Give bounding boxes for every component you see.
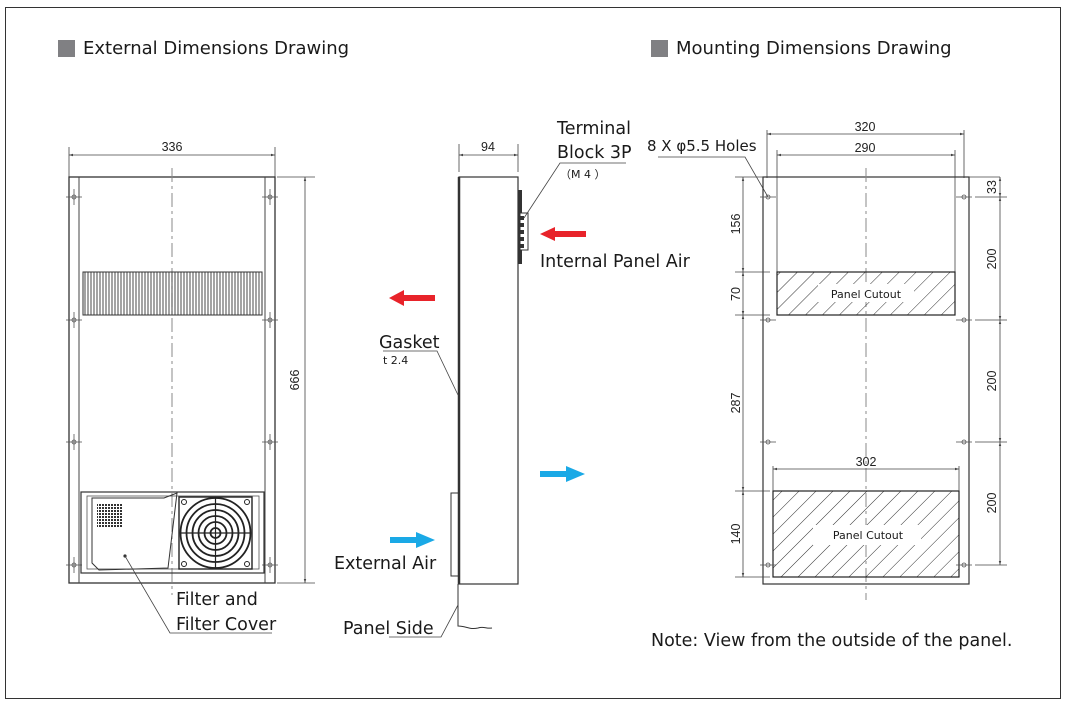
fan-module bbox=[80, 491, 265, 574]
cool-air-arrow-in-icon bbox=[390, 532, 435, 548]
dim-label-140: 140 bbox=[729, 524, 743, 545]
external-side-view: 94 Terminal Block 3P （M 4 ） Internal Pan… bbox=[334, 119, 691, 639]
callout-filter-line1: Filter and bbox=[176, 590, 258, 610]
dim-label-33: 33 bbox=[985, 180, 999, 194]
callout-filter-line2: Filter Cover bbox=[176, 615, 277, 635]
terminal-label-line2: Block 3P bbox=[557, 143, 632, 163]
terminal-spec: （M 4 ） bbox=[560, 168, 605, 181]
dim-label-200-b: 200 bbox=[985, 371, 999, 392]
gasket-spec: t 2.4 bbox=[383, 354, 408, 367]
dim-label-200-a: 200 bbox=[985, 249, 999, 270]
gasket-label: Gasket bbox=[379, 333, 440, 353]
louver-grille bbox=[82, 271, 263, 316]
internal-air-label: Internal Panel Air bbox=[540, 252, 691, 272]
mounting-section-title: Mounting Dimensions Drawing bbox=[651, 38, 952, 59]
external-front-view: 336 bbox=[66, 140, 315, 635]
dim-label-70: 70 bbox=[729, 287, 743, 301]
dim-label-156: 156 bbox=[729, 214, 743, 235]
dim-hole-spacing-290: 290 bbox=[776, 141, 956, 290]
dim-label-290: 290 bbox=[855, 141, 876, 155]
dim-height-666: 666 bbox=[277, 176, 315, 584]
cool-air-arrow-out-icon bbox=[540, 466, 585, 482]
lower-cutout-label: Panel Cutout bbox=[833, 529, 904, 542]
dim-label-287: 287 bbox=[729, 393, 743, 414]
side-body bbox=[458, 176, 519, 585]
holes-label: 8 X φ5.5 Holes bbox=[647, 137, 757, 155]
mounting-holes bbox=[760, 194, 972, 568]
hot-air-arrow-in-icon bbox=[540, 227, 586, 241]
external-section-title: External Dimensions Drawing bbox=[58, 38, 349, 59]
external-air-label: External Air bbox=[334, 554, 437, 574]
left-dimension-chain bbox=[735, 176, 770, 578]
dim-label-200-c: 200 bbox=[985, 493, 999, 514]
dim-depth-94: 94 bbox=[458, 140, 519, 172]
panel-side-label: Panel Side bbox=[343, 619, 434, 639]
dim-width-336: 336 bbox=[68, 140, 276, 177]
section-bullet-icon bbox=[651, 40, 668, 57]
dim-label-height: 666 bbox=[288, 370, 302, 391]
front-mounting-holes bbox=[66, 189, 278, 573]
dim-cutout-width-302: 302 bbox=[772, 455, 960, 491]
mounting-view: 320 290 8 X φ5.5 Holes Panel Cutout Pane… bbox=[647, 120, 1007, 600]
dim-label-302: 302 bbox=[856, 455, 877, 469]
drawing-frame bbox=[5, 7, 1061, 699]
upper-cutout-label: Panel Cutout bbox=[831, 288, 902, 301]
filter-mesh bbox=[97, 503, 122, 528]
terminal-block bbox=[518, 190, 529, 264]
filter-cover bbox=[91, 492, 178, 571]
dim-label-depth: 94 bbox=[481, 140, 495, 154]
terminal-label-line1: Terminal bbox=[556, 119, 631, 139]
dim-outer-width-320: 320 bbox=[766, 120, 965, 178]
section-bullet-icon bbox=[58, 40, 75, 57]
dim-label-320: 320 bbox=[855, 120, 876, 134]
fan-icon bbox=[178, 496, 253, 570]
right-dimension-chain bbox=[969, 176, 1007, 566]
dim-label-width: 336 bbox=[162, 140, 183, 154]
hot-air-arrow-out-icon bbox=[389, 290, 435, 306]
mounting-note: Note: View from the outside of the panel… bbox=[651, 631, 1013, 651]
